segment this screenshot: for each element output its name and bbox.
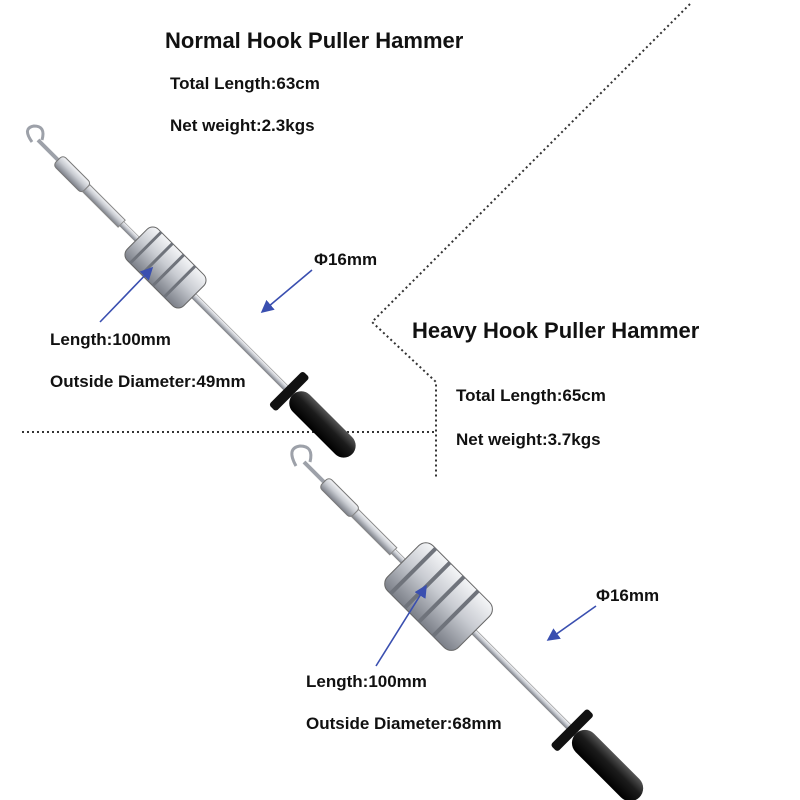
normal-rod-diameter: Φ16mm (314, 250, 378, 269)
heavy-outside-diameter: Outside Diameter:68mm (306, 714, 502, 733)
rod-diameter-arrow (546, 605, 597, 641)
rod-diameter-arrow (260, 269, 313, 314)
normal-net-weight: Net weight:2.3kgs (170, 116, 315, 135)
normal-outside-diameter: Outside Diameter:49mm (50, 372, 246, 391)
normal-weight-length: Length:100mm (50, 330, 171, 349)
heavy-net-weight: Net weight:3.7kgs (456, 430, 601, 449)
normal-title: Normal Hook Puller Hammer (165, 28, 464, 53)
heavy-hammer-image (290, 444, 644, 800)
weight-arrow (375, 584, 427, 667)
weight-arrow (99, 266, 154, 323)
divider-line (370, 3, 691, 478)
normal-total-length: Total Length:63cm (170, 74, 320, 93)
heavy-weight-length: Length:100mm (306, 672, 427, 691)
heavy-total-length: Total Length:65cm (456, 386, 606, 405)
heavy-title: Heavy Hook Puller Hammer (412, 318, 700, 343)
heavy-rod-diameter: Φ16mm (596, 586, 660, 605)
normal-hammer-image (26, 124, 356, 458)
